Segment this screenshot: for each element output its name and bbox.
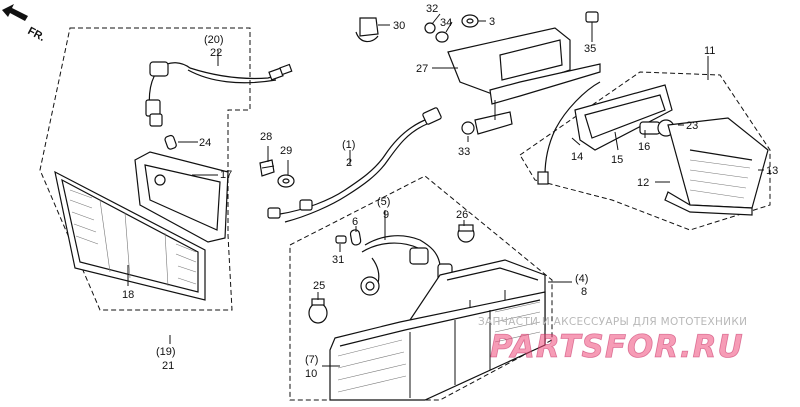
clip-30 [355,17,379,43]
callout-15: 15 [611,154,623,166]
harness-14 [537,81,601,185]
callout-35: 35 [584,43,596,55]
callout-18: 18 [122,289,134,301]
wire-harness-22 [145,61,293,127]
callout-17: 17 [220,169,232,181]
bolt-33 [461,121,475,135]
callout-34: 34 [440,17,452,29]
callout-26: 26 [456,209,468,221]
washer-34 [435,31,449,43]
lens-18 [54,170,206,301]
watermark-tagline: ЗАПЧАСТИ И АКСЕССУАРЫ ДЛЯ МОТОТЕХНИКИ [478,316,747,328]
callout-2: 2 [346,157,352,169]
grommet-29 [277,174,295,188]
callout-32: 32 [426,3,438,15]
left-group-frame [39,27,251,311]
bulb-16 [639,121,661,135]
callout-10: 10 [305,368,317,380]
callout-27: 27 [416,63,428,75]
bulb-28 [259,159,275,177]
nut-32 [424,22,436,34]
bolt-35 [585,11,599,40]
callout-7: (7) [305,354,318,366]
callout-23: 23 [686,120,698,132]
callout-13: 13 [766,165,778,177]
watermark-logo: PARTSFOR.RU [490,329,744,365]
right-group-frame [519,71,771,231]
bulb-31 [335,235,347,244]
bulb-25 [308,298,328,324]
callout-20: (20) [204,34,224,46]
callout-6: 6 [352,216,358,228]
callout-31: 31 [332,254,344,266]
callout-19: (19) [156,346,176,358]
callout-8: 8 [581,286,587,298]
callout-9: 9 [383,209,389,221]
callout-30: 30 [393,20,405,32]
callout-33: 33 [458,146,470,158]
callout-1: (1) [342,139,355,151]
callout-25: 25 [313,280,325,292]
leader-lines [127,13,764,367]
orientation-label: FR. [26,25,47,44]
bulb-26 [457,224,475,243]
callout-24: 24 [199,137,211,149]
taillight-lens-10 [329,291,546,401]
front-arrow-icon [2,4,28,21]
license-bracket-27 [447,27,601,135]
callout-5: (5) [377,196,390,208]
callout-11: 11 [704,45,715,57]
callout-29: 29 [280,145,292,157]
callout-14: 14 [571,151,583,163]
bulb-24 [164,134,177,150]
callout-12: 12 [637,177,649,189]
center-group-frame [289,175,553,401]
callout-28: 28 [260,131,272,143]
bulb-6 [349,229,362,246]
callout-21: 21 [162,360,174,372]
callout-16: 16 [638,141,650,153]
grommet-3 [461,14,479,28]
callout-3: 3 [489,16,495,28]
lens-13 [667,117,769,209]
frame-15 [574,84,673,151]
callout-22: 22 [210,47,222,59]
callout-4: (4) [575,273,588,285]
gasket-12 [664,191,753,216]
wire-harness-2 [267,107,442,223]
